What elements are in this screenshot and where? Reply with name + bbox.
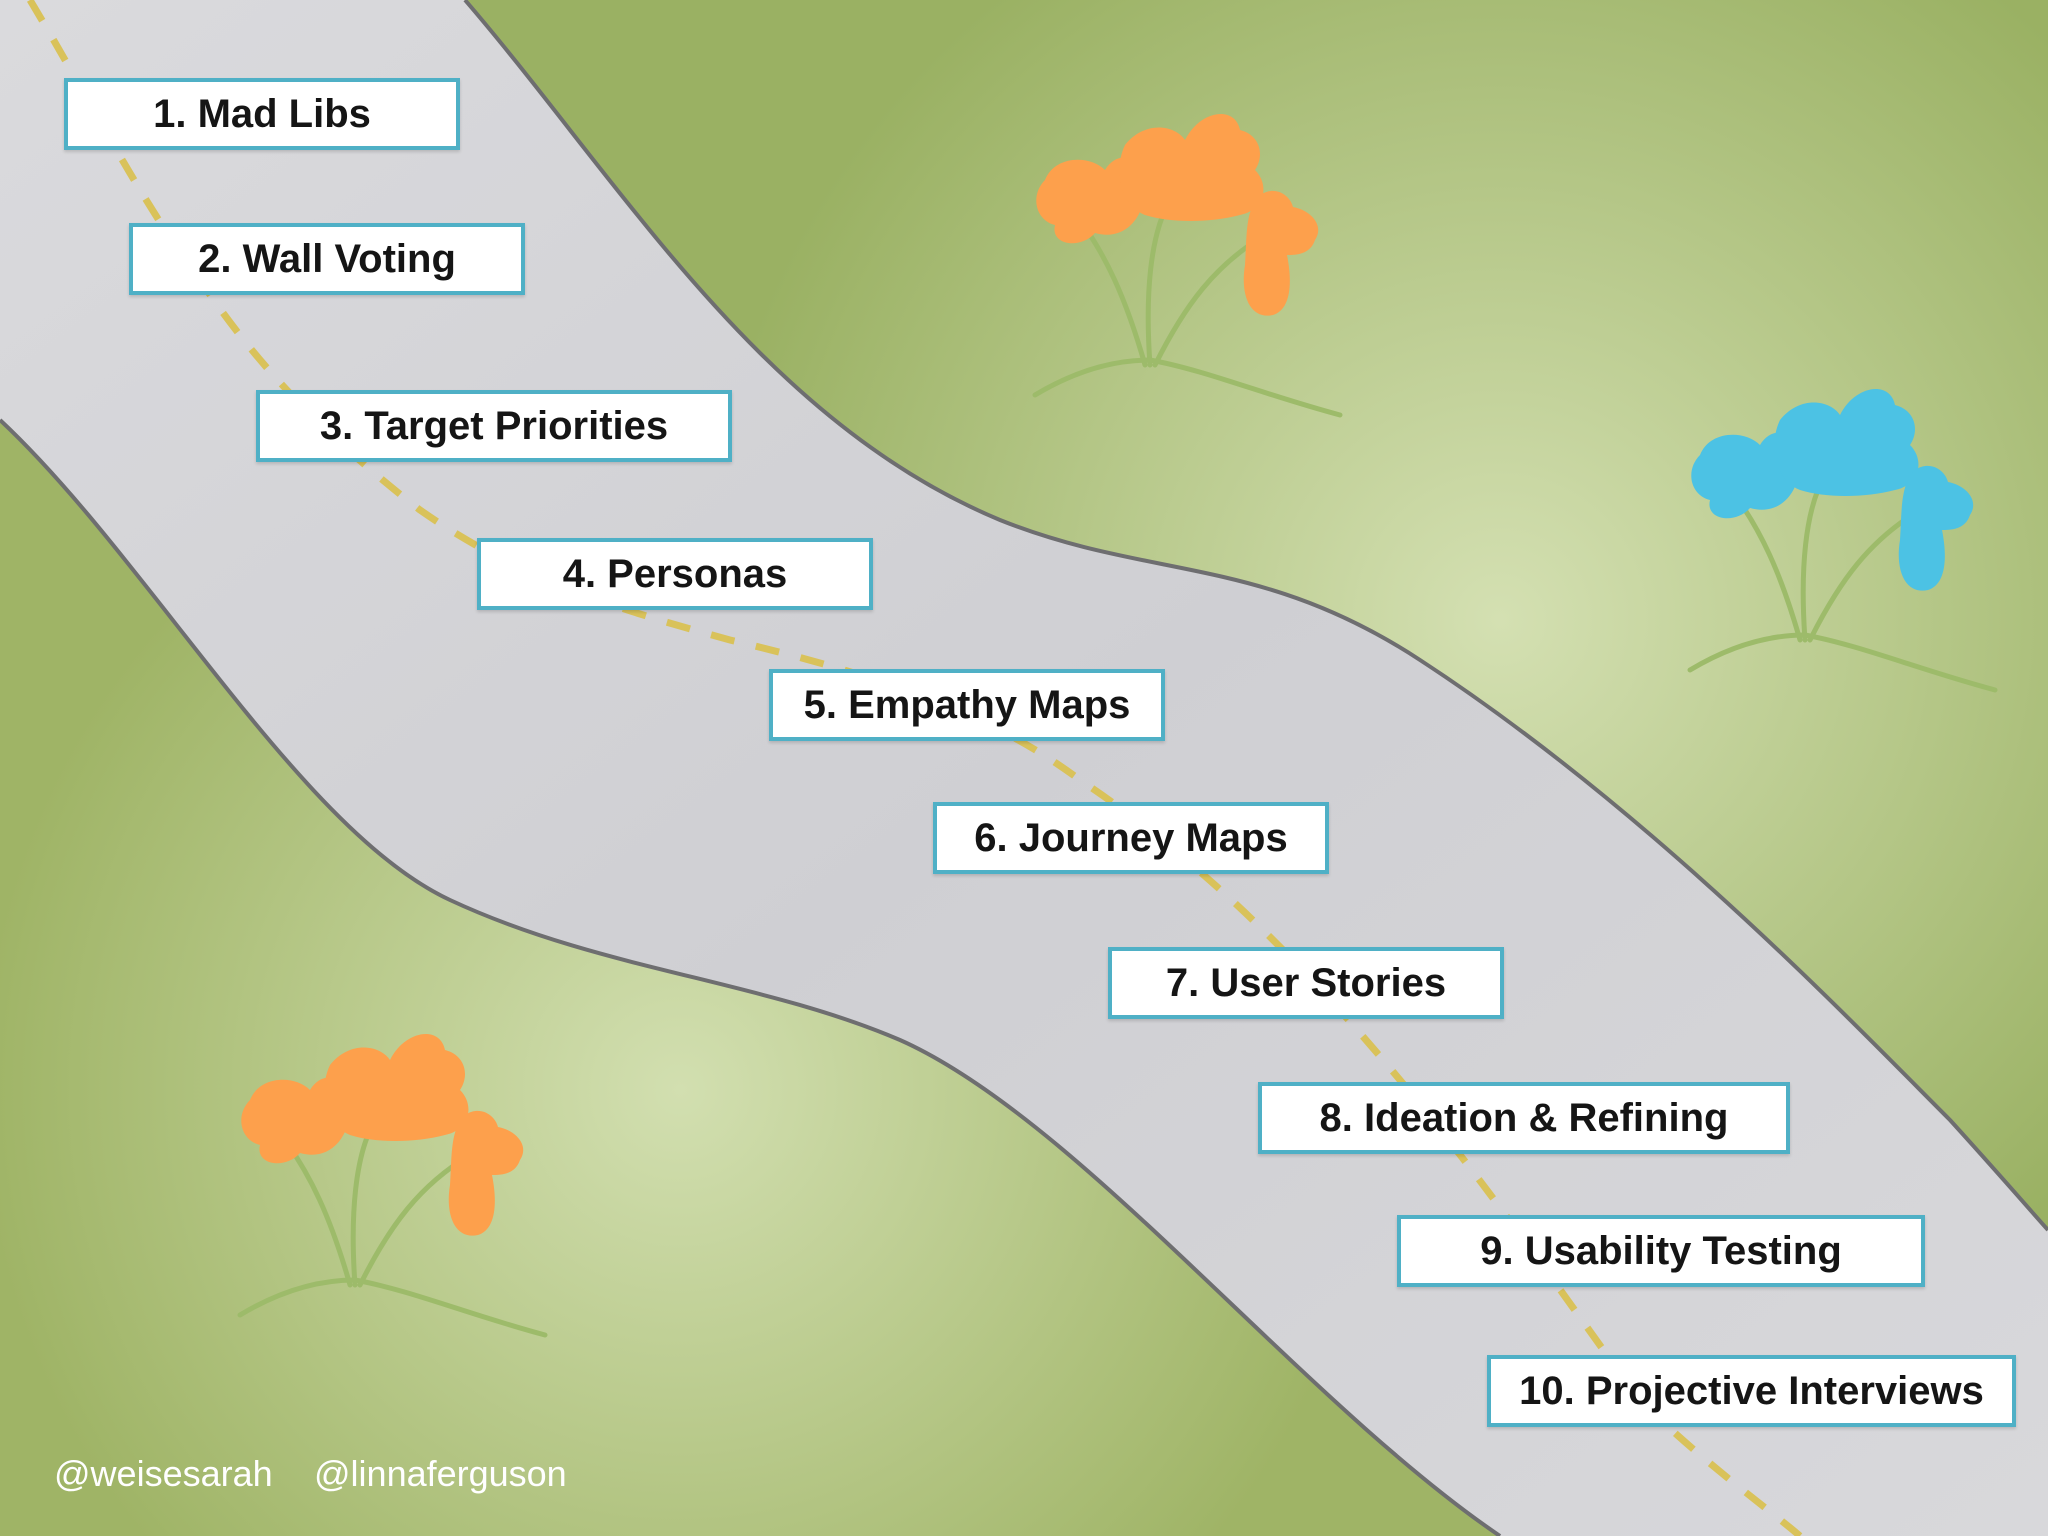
step-9-box: 9. Usability Testing [1397, 1215, 1925, 1287]
blue-flower-icon [1687, 388, 1998, 693]
twitter-handle-sarah: @weisesarah [54, 1453, 273, 1494]
step-5-box: 5. Empathy Maps [769, 669, 1165, 741]
road-edge-bottom [0, 418, 1502, 1536]
step-1-box: 1. Mad Libs [64, 78, 460, 150]
step-7-box: 7. User Stories [1108, 947, 1504, 1019]
twitter-handle-linna: @linnaferguson [314, 1453, 567, 1494]
step-2-box: 2. Wall Voting [129, 223, 525, 295]
orange-flower-icon [237, 1033, 548, 1338]
step-4-box: 4. Personas [477, 538, 873, 610]
step-3-box: 3. Target Priorities [256, 390, 732, 462]
step-6-box: 6. Journey Maps [933, 802, 1329, 874]
orange-flower-icon [1032, 113, 1343, 418]
road-center-line [26, 0, 1803, 1536]
step-10-box: 10. Projective Interviews [1487, 1355, 2016, 1427]
step-8-box: 8. Ideation & Refining [1258, 1082, 1790, 1154]
road-edge-top [463, 0, 2048, 1232]
